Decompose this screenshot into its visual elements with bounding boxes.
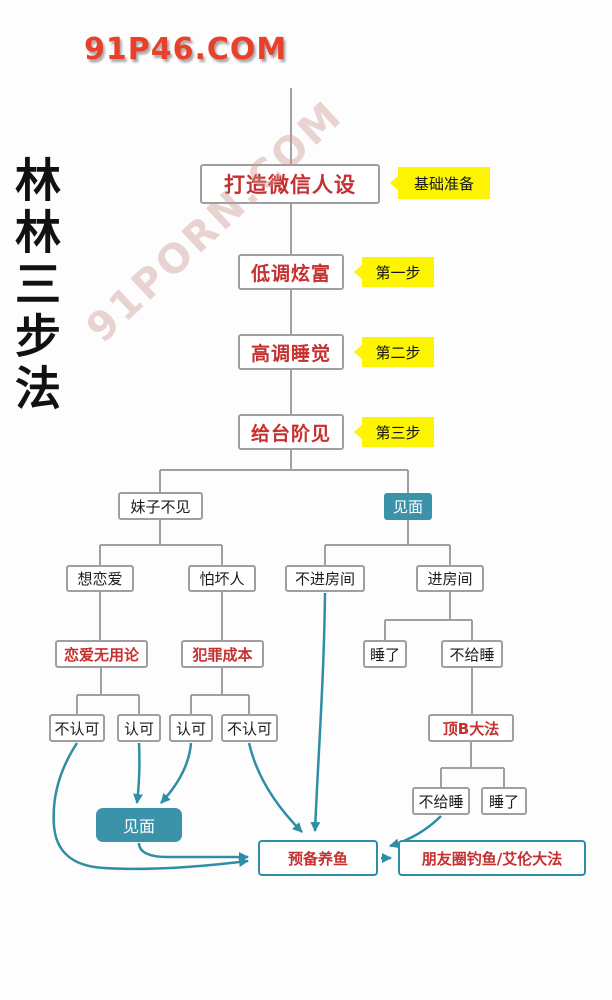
node-want-love: 想恋爱 (66, 565, 134, 592)
node-slept-2: 睡了 (481, 787, 527, 815)
node-give-steps-to-meet: 给台阶见 (238, 414, 344, 450)
node-top-b-method: 顶B大法 (428, 714, 514, 742)
node-crime-cost: 犯罪成本 (181, 640, 264, 668)
node-moments-fishing: 朋友圈钓鱼/艾伦大法 (398, 840, 586, 876)
node-no-sleep-2: 不给睡 (412, 787, 470, 815)
node-fear-bad-people: 怕坏人 (188, 565, 256, 592)
node-highkey-sleep: 高调睡觉 (238, 334, 344, 370)
node-disagree-left: 不认可 (49, 714, 105, 742)
tag-step-1: 第一步 (362, 257, 434, 287)
node-enter-room: 进房间 (416, 565, 484, 592)
tag-basic-preparation: 基础准备 (398, 167, 490, 199)
arrow-disagree-right-to-fishing (247, 742, 303, 833)
tag-step-2: 第二步 (362, 337, 434, 367)
page-title: 林林三步法 (8, 156, 62, 416)
node-meet-final: 见面 (96, 808, 182, 842)
node-girl-no-meet: 妹子不见 (118, 492, 203, 520)
arrow-meet-to-fishing (137, 842, 249, 862)
tag-step-3: 第三步 (362, 417, 434, 447)
arrow-disagree-left-to-fishing (52, 742, 249, 871)
teal-flow-arrows (52, 592, 442, 871)
arrow-agree-right-to-meet (160, 742, 193, 804)
arrow-no-enter-room-to-fishing (310, 592, 327, 832)
node-disagree-right: 不认可 (221, 714, 278, 742)
node-build-wechat-persona: 打造微信人设 (200, 164, 380, 204)
node-no-enter-room: 不进房间 (285, 565, 365, 592)
node-agree-right: 认可 (169, 714, 213, 742)
node-love-useless-theory: 恋爱无用论 (55, 640, 148, 668)
node-prepare-fishing: 预备养鱼 (258, 840, 378, 876)
node-no-sleep: 不给睡 (441, 640, 503, 668)
watermark-top: 91P46.COM (84, 32, 288, 67)
node-slept: 睡了 (363, 640, 407, 668)
node-lowkey-flaunt-wealth: 低调炫富 (238, 254, 344, 290)
gray-connector-lines (76, 88, 505, 787)
node-meet: 见面 (384, 493, 432, 520)
node-agree-left: 认可 (117, 714, 161, 742)
arrow-no-sleep-to-fishing (389, 815, 442, 849)
arrow-agree-left-to-meet (133, 742, 144, 804)
